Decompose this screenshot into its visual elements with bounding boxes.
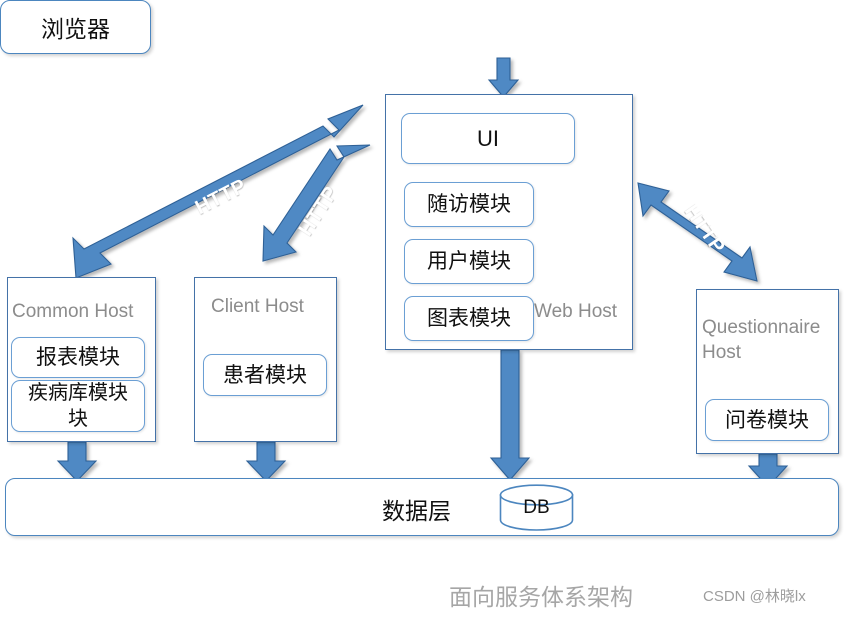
module-disease-library[interactable]: 疾病库模块块 [11,380,145,432]
arrow-web-to-data [489,349,531,481]
arrow-browser-to-web [487,57,520,98]
db-label: DB [523,496,550,518]
browser-box[interactable]: 浏览器 [0,0,151,54]
browser-label: 浏览器 [41,16,110,42]
common-host-label: Common Host [12,301,134,322]
questionnaire-host-label: Questionnaire Host [702,317,821,363]
module-report[interactable]: 报表模块 [11,337,145,378]
module-chart[interactable]: 图表模块 [404,296,534,341]
web-host-label: Web Host [534,301,618,322]
client-host-label: Client Host [211,296,304,317]
arrow-questionnaire-to-data [747,453,789,488]
data-layer-bar[interactable] [5,478,839,536]
watermark: CSDN @林晓lx [703,588,806,605]
module-followup[interactable]: 随访模块 [404,182,534,227]
arrow-common-to-data [56,441,98,482]
data-layer-label: 数据层 [382,498,451,524]
module-user[interactable]: 用户模块 [404,239,534,284]
module-patient[interactable]: 患者模块 [203,354,327,396]
module-questionnaire[interactable]: 问卷模块 [705,399,829,441]
arrow-client-to-data [245,441,287,482]
db-cylinder-icon [499,484,574,531]
diagram-caption: 面向服务体系架构 [449,584,633,610]
module-ui[interactable]: UI [401,113,575,164]
arrow-web-to-client [262,144,371,262]
arrow-web-to-questionnaire [637,182,758,282]
